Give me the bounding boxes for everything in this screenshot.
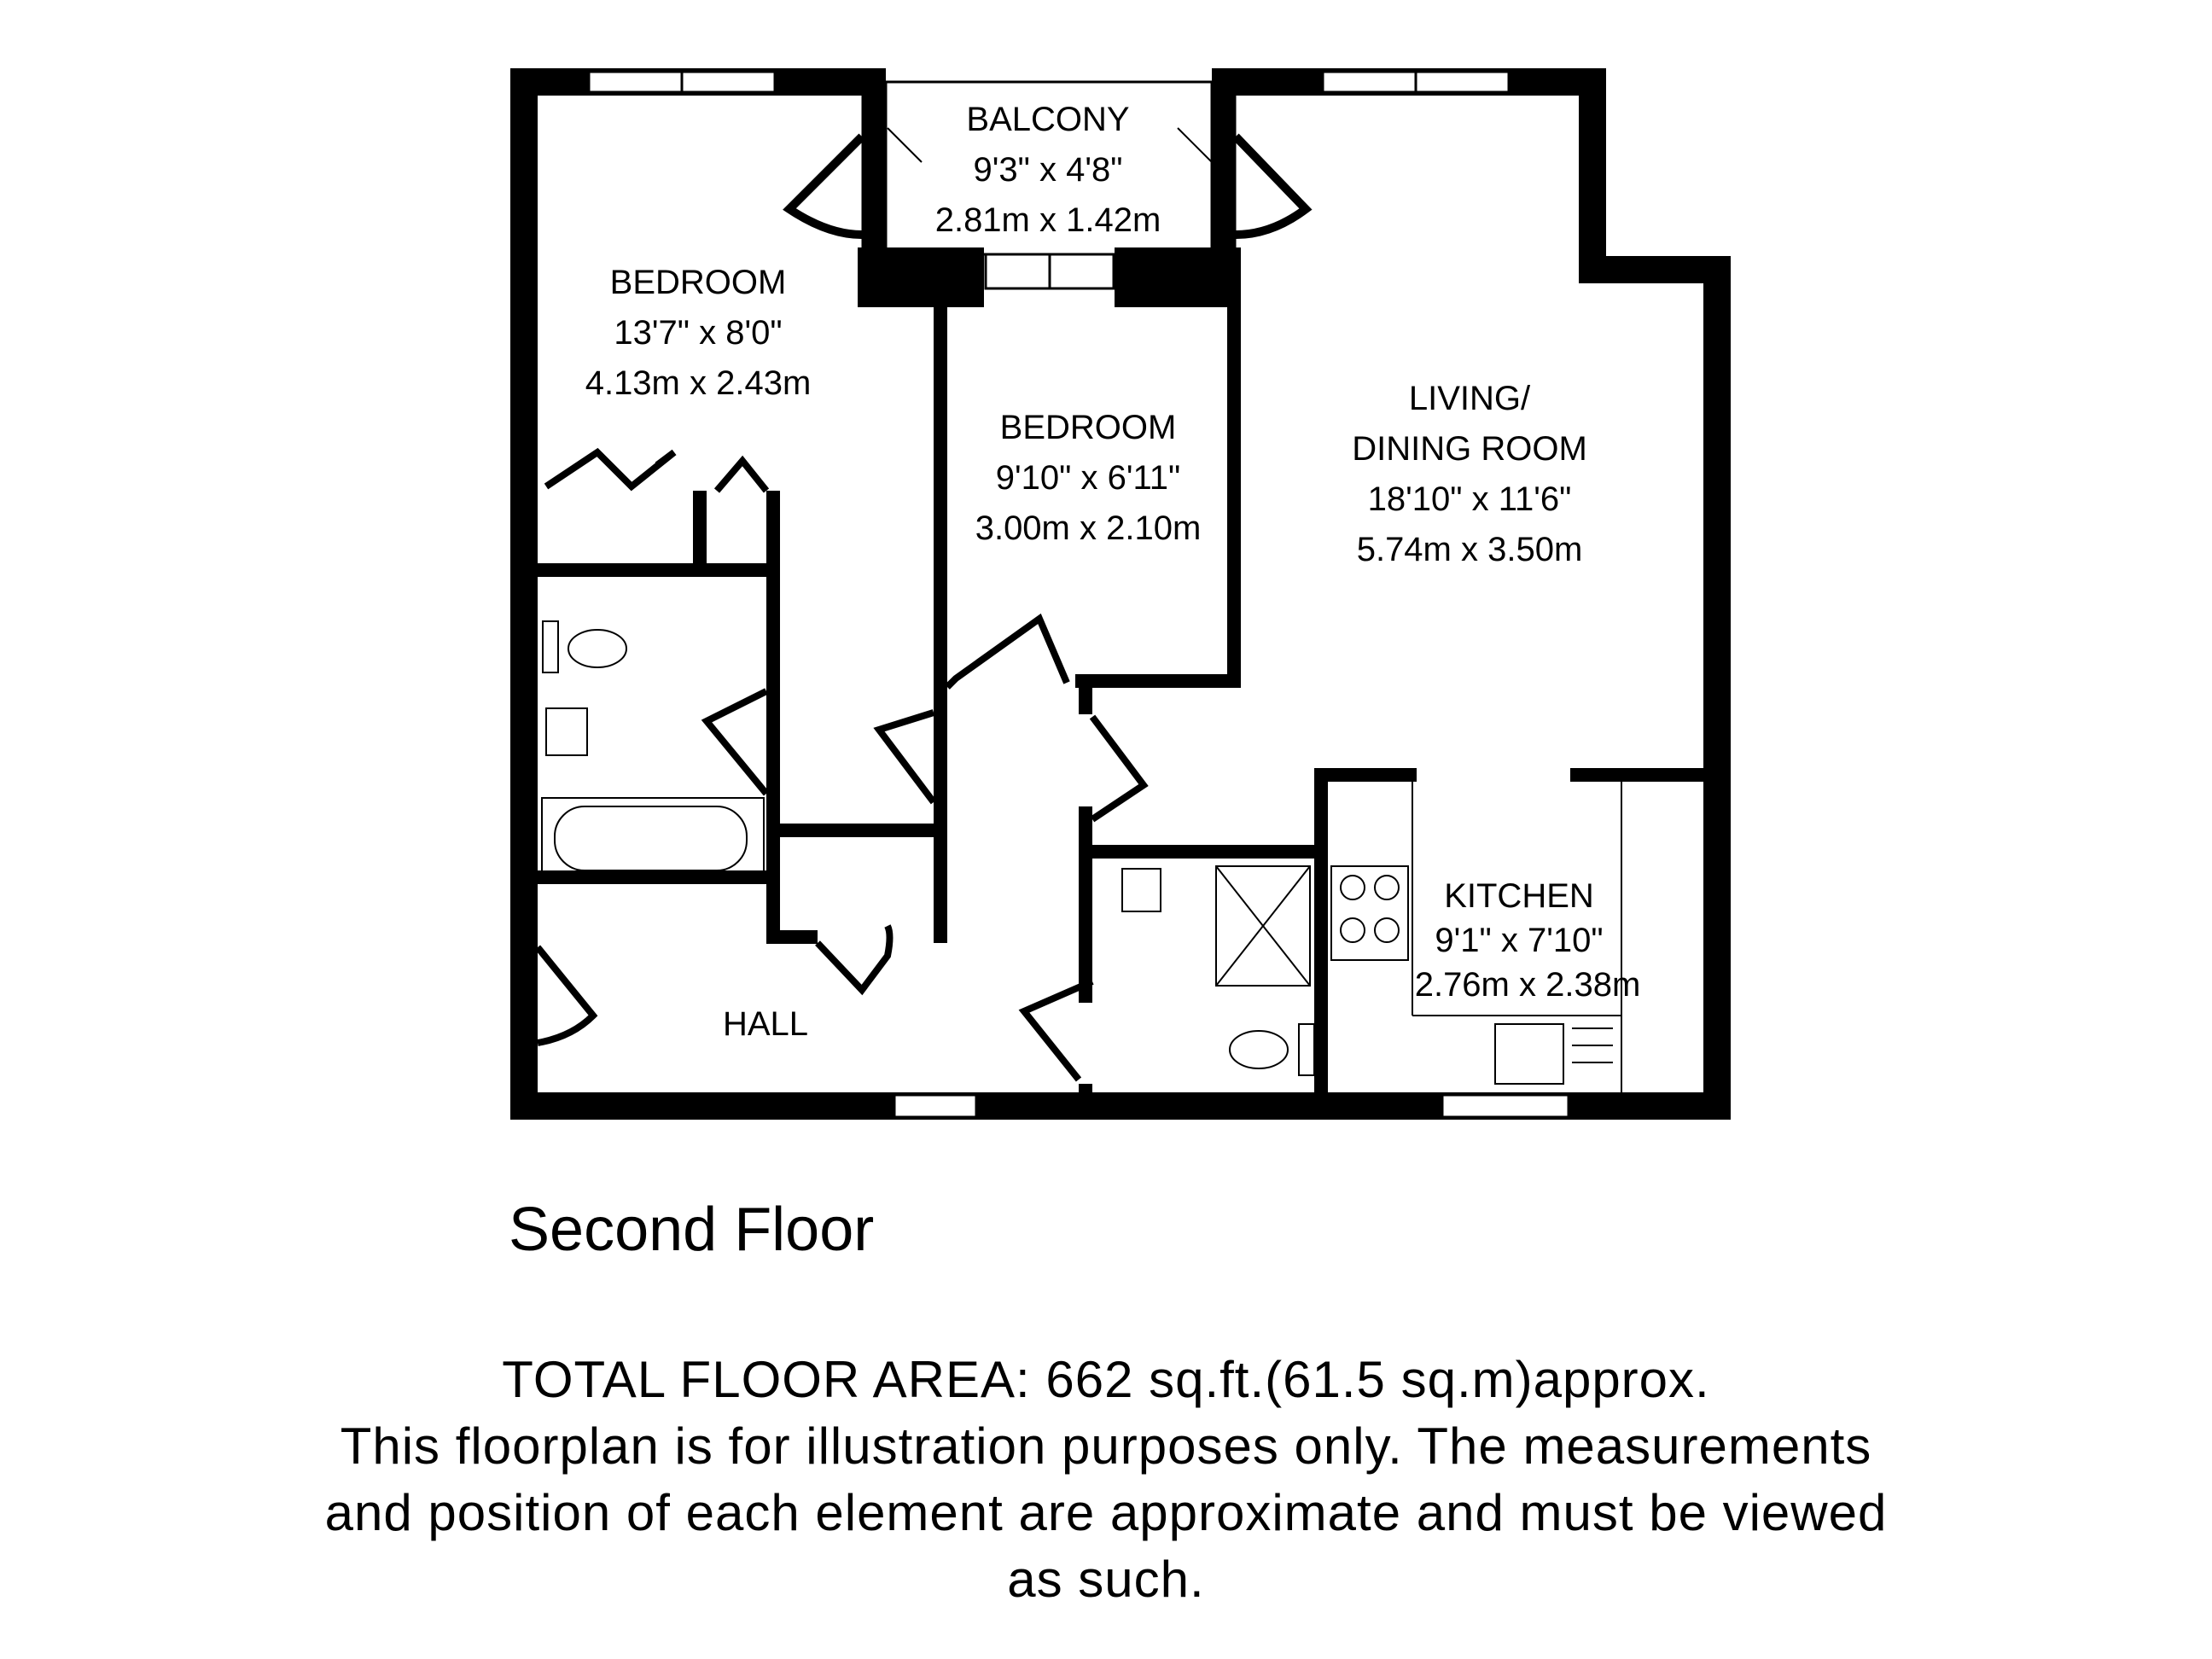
bedroom2-name: BEDROOM	[1000, 409, 1177, 446]
living-name-line2: DINING ROOM	[1352, 430, 1587, 468]
living-imperial: 18'10" x 11'6"	[1368, 480, 1572, 518]
balcony-name: BALCONY	[966, 101, 1129, 138]
balcony-imperial: 9'3" x 4'8"	[974, 151, 1123, 189]
footer-disclaimer-line: This floorplan is for illustration purpo…	[340, 1417, 1872, 1475]
living-name-line1: LIVING/	[1409, 380, 1531, 417]
bedroom1-metric: 4.13m x 2.43m	[585, 364, 812, 402]
footer-disclaimer-line: and position of each element are approxi…	[324, 1484, 1888, 1541]
kitchen-imperial: 9'1" x 7'10"	[1435, 922, 1603, 959]
floor-title: Second Floor	[509, 1196, 875, 1264]
fixtures	[541, 620, 1622, 1092]
label-bedroom-2: BEDROOM 9'10" x 6'11" 3.00m x 2.10m	[975, 409, 1202, 547]
footer-disclaimer-line: as such.	[1007, 1551, 1205, 1608]
bedroom2-metric: 3.00m x 2.10m	[975, 509, 1202, 547]
footer-disclaimer: TOTAL FLOOR AREA: 662 sq.ft.(61.5 sq.m)a…	[0, 1347, 2212, 1613]
bedroom1-imperial: 13'7" x 8'0"	[614, 314, 782, 352]
footer-total-area: TOTAL FLOOR AREA: 662 sq.ft.(61.5 sq.m)a…	[502, 1351, 1710, 1408]
balcony	[783, 80, 1313, 256]
kitchen-name: KITCHEN	[1444, 877, 1594, 915]
windows	[587, 70, 1570, 1119]
label-bedroom-1: BEDROOM 13'7" x 8'0" 4.13m x 2.43m	[585, 264, 812, 402]
balcony-metric: 2.81m x 1.42m	[935, 201, 1161, 239]
interior-walls	[538, 247, 1707, 1101]
bedroom1-name: BEDROOM	[610, 264, 787, 301]
label-hall: HALL	[723, 1005, 808, 1043]
hall-name: HALL	[723, 1005, 808, 1043]
label-kitchen: KITCHEN 9'1" x 7'10" 2.76m x 2.38m	[1415, 877, 1641, 1004]
living-metric: 5.74m x 3.50m	[1357, 531, 1583, 568]
label-balcony: BALCONY 9'3" x 4'8" 2.81m x 1.42m	[935, 101, 1161, 239]
doors	[534, 447, 1149, 1082]
bedroom2-imperial: 9'10" x 6'11"	[996, 459, 1180, 497]
kitchen-metric: 2.76m x 2.38m	[1415, 966, 1641, 1004]
label-living-dining: LIVING/ DINING ROOM 18'10" x 11'6" 5.74m…	[1352, 380, 1587, 568]
